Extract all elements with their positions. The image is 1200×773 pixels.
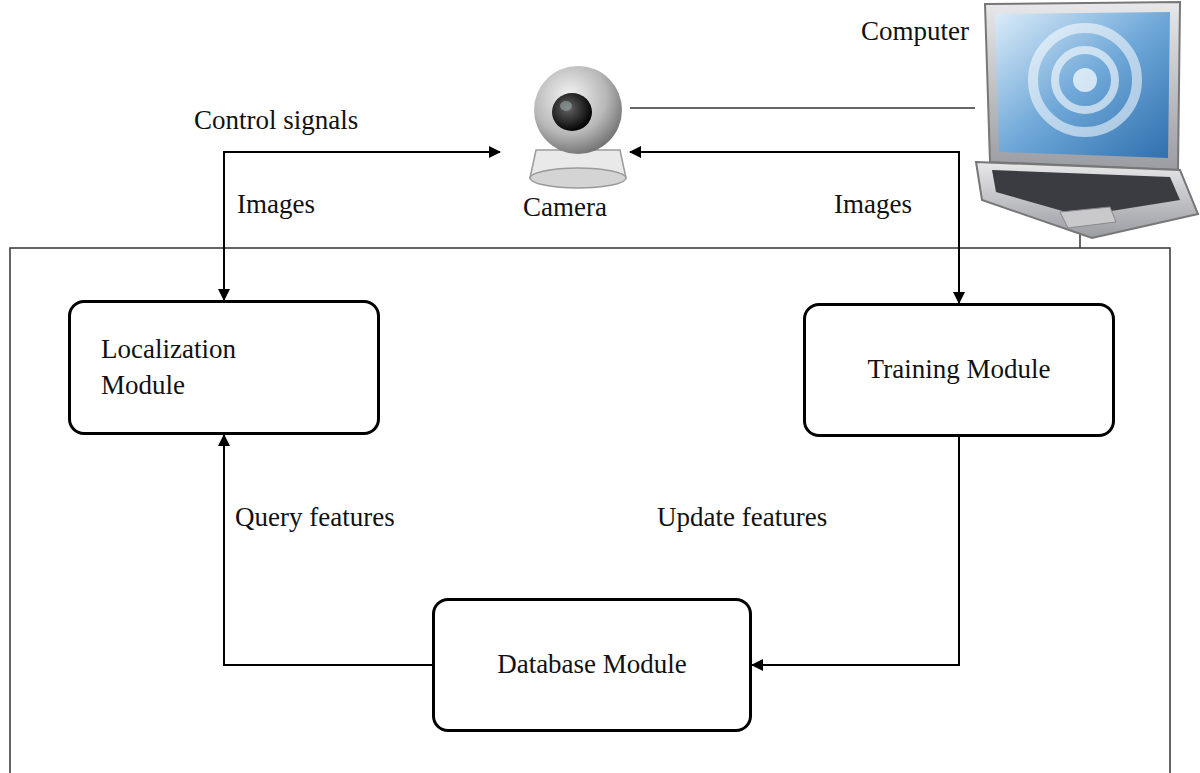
node-text: Training Module [806, 352, 1112, 387]
camera-icon [530, 66, 626, 188]
camera-node: Camera [500, 55, 630, 227]
process-box: Training Module [803, 303, 1115, 437]
database-box: Database Module [432, 598, 752, 732]
node-text: Database Module [435, 647, 749, 682]
cable-line [630, 107, 975, 109]
node-text: Computer [861, 14, 969, 49]
laptop-icon [976, 2, 1198, 238]
node-text: Camera [500, 190, 630, 225]
query-connector [224, 435, 432, 665]
process-box: Localization Module [68, 300, 380, 435]
edge-label: Query features [233, 501, 397, 533]
edge-label: Control signals [192, 104, 360, 136]
control-connector [224, 152, 500, 300]
computer-node: Computer [975, 0, 1195, 240]
signal-label: Images [235, 188, 317, 220]
node-text: Localization Module [71, 332, 321, 402]
edge-label: Images [832, 188, 914, 220]
computer-frame [10, 248, 1170, 773]
update-connector [752, 437, 959, 665]
edge-label: Update features [655, 501, 829, 533]
image-connector [630, 152, 959, 303]
